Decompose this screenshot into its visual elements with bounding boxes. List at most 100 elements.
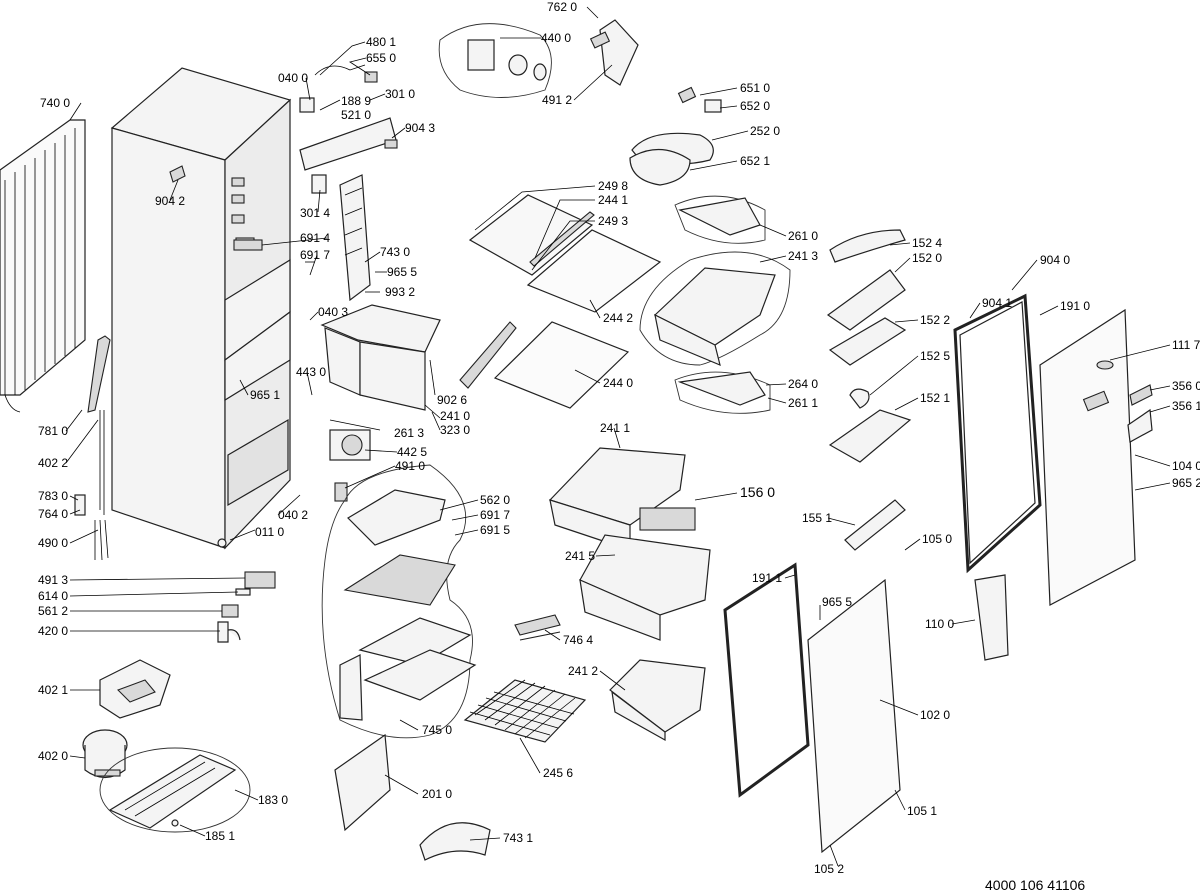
lower-bracket bbox=[674, 371, 771, 414]
callout-783-0: 783 0 bbox=[38, 489, 68, 503]
callout-443-0: 443 0 bbox=[296, 365, 326, 379]
callout-740-0: 740 0 bbox=[40, 96, 70, 110]
callout-105-0: 105 0 bbox=[922, 532, 952, 546]
callout-442-5: 442 5 bbox=[397, 445, 427, 459]
callout-155-1: 155 1 bbox=[802, 511, 832, 525]
callout-261-0: 261 0 bbox=[788, 229, 818, 243]
callout-743-1: 743 1 bbox=[503, 831, 533, 845]
upper-door bbox=[1039, 308, 1136, 606]
callout-102-0: 102 0 bbox=[920, 708, 950, 722]
callout-491-0: 491 0 bbox=[395, 459, 425, 473]
callout-420-0: 420 0 bbox=[38, 624, 68, 638]
callout-249-8: 249 8 bbox=[598, 179, 628, 193]
callout-252-0: 252 0 bbox=[750, 124, 780, 138]
freezer-drawer-small bbox=[609, 659, 706, 742]
door-shelves bbox=[826, 229, 912, 551]
callout-111-7: 111 7 bbox=[1172, 338, 1200, 352]
bottom-cover bbox=[419, 822, 491, 861]
callout-965-2: 965 2 bbox=[1172, 476, 1200, 490]
callout-185-1: 185 1 bbox=[205, 829, 235, 843]
callout-691-7-b: 691 7 bbox=[480, 508, 510, 522]
callout-652-1: 652 1 bbox=[740, 154, 770, 168]
freezer-bracket bbox=[334, 733, 391, 832]
callout-746-4: 746 4 bbox=[563, 633, 593, 647]
fan-assembly bbox=[329, 429, 371, 502]
evaporator-assembly bbox=[321, 464, 477, 739]
callout-105-1: 105 1 bbox=[907, 804, 937, 818]
callout-261-1: 261 1 bbox=[788, 396, 818, 410]
freezer-drawer-large bbox=[579, 534, 711, 641]
callout-323-0: 323 0 bbox=[440, 423, 470, 437]
shelf-support-bracket bbox=[674, 195, 766, 244]
callout-105-2: 105 2 bbox=[814, 862, 844, 876]
callout-993-2: 993 2 bbox=[385, 285, 415, 299]
refrigerator-cabinet bbox=[110, 67, 292, 550]
lower-door bbox=[807, 578, 901, 854]
crisper-drawer bbox=[548, 447, 696, 551]
callout-614-0: 614 0 bbox=[38, 589, 68, 603]
callout-201-0: 201 0 bbox=[422, 787, 452, 801]
callout-764-0: 764 0 bbox=[38, 507, 68, 521]
callout-480-1: 480 1 bbox=[366, 35, 396, 49]
callout-244-0: 244 0 bbox=[603, 376, 633, 390]
door-hinge-parts bbox=[974, 384, 1153, 661]
callout-301-0: 301 0 bbox=[385, 87, 415, 101]
callout-152-4: 152 4 bbox=[912, 236, 942, 250]
callout-781-0: 781 0 bbox=[38, 424, 68, 438]
callout-904-2: 904 2 bbox=[155, 194, 185, 208]
callout-762-0: 762 0 bbox=[547, 0, 577, 14]
callout-655-0: 655 0 bbox=[366, 51, 396, 65]
callout-011-0: 011 0 bbox=[255, 525, 284, 539]
callout-491-3: 491 3 bbox=[38, 573, 68, 587]
callout-561-2: 561 2 bbox=[38, 604, 68, 618]
callout-491-2: 491 2 bbox=[542, 93, 572, 107]
callout-904-1: 904 1 bbox=[982, 296, 1012, 310]
document-code: 4000 106 41106 bbox=[985, 877, 1085, 891]
lower-door-gasket bbox=[723, 562, 810, 798]
leader-lines bbox=[65, 6, 1171, 867]
callout-191-0: 191 0 bbox=[1060, 299, 1090, 313]
callout-040-0: 040 0 bbox=[278, 71, 308, 85]
callout-356-0: 356 0 bbox=[1172, 379, 1200, 393]
callout-261-3: 261 3 bbox=[394, 426, 424, 440]
callout-040-3: 040 3 bbox=[318, 305, 348, 319]
thermostat-group bbox=[438, 19, 639, 98]
pipe-parts bbox=[74, 335, 111, 561]
callout-743-0: 743 0 bbox=[380, 245, 410, 259]
callout-402-2: 402 2 bbox=[38, 456, 68, 470]
control-panel-parts bbox=[233, 64, 398, 263]
callout-965-1: 965 1 bbox=[250, 388, 280, 402]
condenser-coil bbox=[0, 119, 86, 413]
callout-156-0: 156 0 bbox=[740, 484, 775, 500]
callout-965-5-a: 965 5 bbox=[387, 265, 417, 279]
callout-241-5: 241 5 bbox=[565, 549, 595, 563]
lamp-parts bbox=[629, 86, 722, 186]
callout-241-0: 241 0 bbox=[440, 409, 470, 423]
callout-691-7-a: 691 7 bbox=[300, 248, 330, 262]
wire-shelf bbox=[463, 679, 587, 743]
callout-152-0: 152 0 bbox=[912, 251, 942, 265]
callout-301-4: 301 4 bbox=[300, 206, 330, 220]
callout-152-1: 152 1 bbox=[920, 391, 950, 405]
callout-188-9: 188 9 bbox=[341, 94, 371, 108]
compressor-cover bbox=[99, 659, 171, 719]
duct-panel bbox=[339, 174, 371, 302]
callout-244-1: 244 1 bbox=[598, 193, 628, 207]
callout-562-0: 562 0 bbox=[480, 493, 510, 507]
compressor bbox=[82, 729, 128, 779]
callout-104-0: 104 0 bbox=[1172, 459, 1200, 473]
callout-241-3: 241 3 bbox=[788, 249, 818, 263]
callout-labels: 762 0 480 1 655 0 440 0 491 2 040 0 188 … bbox=[38, 0, 1200, 891]
electrical-parts bbox=[217, 571, 276, 643]
chiller-drawer bbox=[320, 304, 517, 411]
callout-904-3: 904 3 bbox=[405, 121, 435, 135]
callout-152-5: 152 5 bbox=[920, 349, 950, 363]
callout-191-1: 191 1 bbox=[752, 571, 782, 585]
upper-drawer-bubble bbox=[639, 251, 791, 367]
callout-152-2: 152 2 bbox=[920, 313, 950, 327]
callout-244-2: 244 2 bbox=[603, 311, 633, 325]
callout-965-5-b: 965 5 bbox=[822, 595, 852, 609]
callout-241-1: 241 1 bbox=[600, 421, 630, 435]
callout-183-0: 183 0 bbox=[258, 793, 288, 807]
